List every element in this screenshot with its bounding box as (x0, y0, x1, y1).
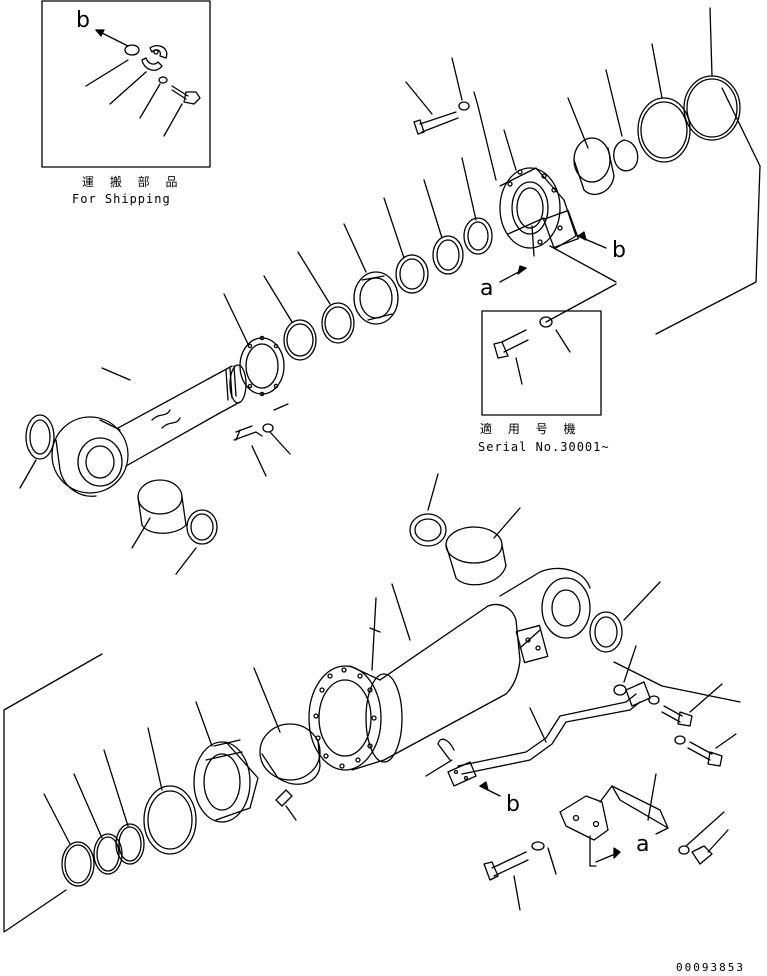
shipping-caption-en: For Shipping (72, 192, 171, 206)
rod-group (20, 365, 246, 574)
serial-inset (482, 311, 601, 415)
document-number: 00093853 (676, 961, 745, 974)
head-seal-parts (224, 158, 492, 476)
bottom-bushing-seals (410, 474, 660, 652)
ref-letter-b-top: b (612, 238, 626, 263)
piston-parts (4, 654, 320, 932)
cylinder-head (406, 8, 760, 334)
ref-letter-b-shipping: b (76, 8, 90, 33)
ref-letter-a-bottom: a (636, 832, 650, 857)
serial-caption-en: Serial No.30001~ (478, 440, 610, 454)
shipping-parts-inset (42, 1, 210, 167)
cylinder-tube (309, 569, 590, 770)
shipping-caption-jp: 運 搬 部 品 (82, 175, 184, 189)
ref-letter-a-top: a (480, 276, 494, 301)
ref-letter-b-bottom: b (506, 792, 520, 817)
serial-caption-jp: 適 用 号 機 (480, 422, 582, 436)
piping-and-bracket (426, 646, 740, 910)
